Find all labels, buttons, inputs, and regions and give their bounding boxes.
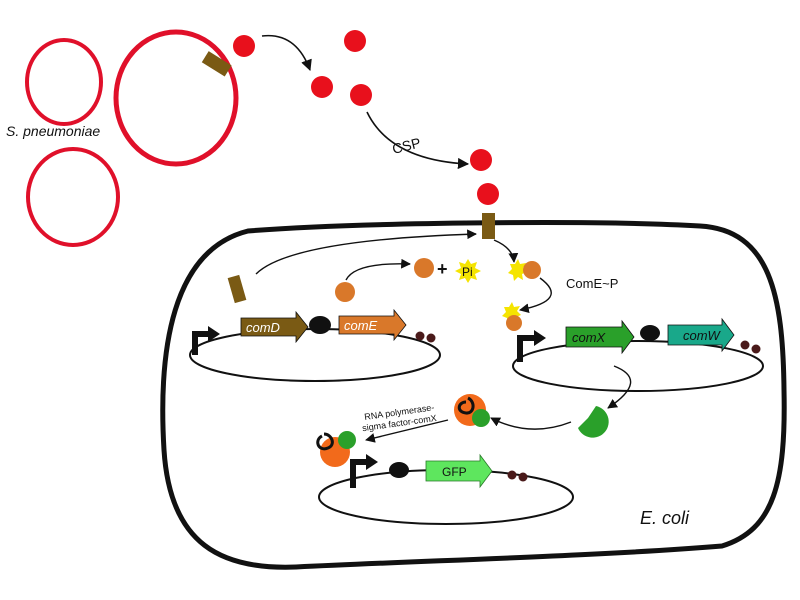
sigma-binding-arrow bbox=[490, 417, 572, 430]
phosphate-star bbox=[455, 259, 481, 283]
plasmid-gfp-reporter: GFP bbox=[318, 453, 574, 525]
e-coli-cell-membrane bbox=[160, 220, 787, 570]
promoter-arrow-icon bbox=[192, 331, 210, 355]
comw-gene-label: comW bbox=[683, 328, 722, 343]
gfp-gene-arrow bbox=[425, 453, 493, 489]
s-pneumoniae-label: S. pneumoniae bbox=[6, 123, 100, 139]
csp-label: CSP bbox=[390, 134, 422, 156]
come-gene-label: comE bbox=[344, 318, 378, 333]
rbs-terminator bbox=[309, 316, 331, 334]
csp-peptide bbox=[470, 149, 492, 171]
terminator-dot bbox=[518, 472, 528, 482]
rbs-terminator bbox=[640, 325, 660, 341]
plasmid-comx-comw: comX comW bbox=[512, 317, 764, 392]
sigma-factor-bound bbox=[338, 431, 356, 449]
csp-peptide bbox=[344, 30, 366, 52]
s-pneumoniae-cells bbox=[25, 29, 239, 247]
csp-peptide bbox=[350, 84, 372, 106]
terminator-dot bbox=[415, 331, 425, 341]
terminator-dot bbox=[740, 340, 750, 350]
plus-sign: + bbox=[437, 259, 448, 279]
promoter-arrowhead bbox=[366, 454, 378, 470]
pneumo-cell-top-left bbox=[25, 38, 103, 126]
e-coli-label: E. coli bbox=[640, 508, 690, 528]
come-p-activation-arrow bbox=[519, 277, 552, 314]
come-protein bbox=[523, 261, 541, 279]
polymerase-clamp-icon bbox=[457, 396, 475, 415]
pneumo-cell-bottom-left bbox=[26, 147, 120, 247]
csp-peptide bbox=[477, 183, 499, 205]
come-protein bbox=[506, 315, 522, 331]
pi-label: Pi bbox=[462, 265, 473, 279]
csp-peptide bbox=[311, 76, 333, 98]
comx-gene-label: comX bbox=[572, 330, 607, 345]
sigma-factor-bound bbox=[472, 409, 490, 427]
csp-diffusion-arrow bbox=[366, 111, 470, 170]
plasmid-ring bbox=[189, 328, 441, 382]
promoter-arrowhead bbox=[534, 330, 546, 346]
csp-release-arrow bbox=[261, 34, 312, 72]
comx-translation-arrow bbox=[607, 365, 632, 409]
comx-gene-arrow bbox=[565, 319, 635, 355]
holoenzyme-recruitment-arrow bbox=[365, 419, 449, 443]
come-to-phosphate-arrow bbox=[345, 258, 411, 281]
comw-gene-arrow bbox=[667, 317, 735, 353]
come-gene-arrow bbox=[240, 310, 309, 344]
comd-receptor-membrane bbox=[482, 213, 495, 239]
csp-peptides bbox=[233, 30, 499, 205]
plasmid-comd-come: comD comE bbox=[189, 308, 441, 382]
polymerase-clamp-icon bbox=[316, 432, 334, 451]
comd-receptor-free bbox=[227, 274, 247, 304]
pneumo-receptor bbox=[201, 51, 232, 77]
promoter-arrow-icon bbox=[517, 335, 536, 362]
promoter-arrowhead bbox=[208, 326, 220, 342]
rbs-terminator bbox=[389, 462, 409, 478]
come-protein bbox=[335, 282, 355, 302]
comd-membrane-insertion-arrow bbox=[255, 229, 477, 275]
come-gene-arrow bbox=[338, 308, 407, 342]
comd-gene-label: comD bbox=[246, 320, 280, 335]
come-protein bbox=[414, 258, 434, 278]
rnap-sigma-complex bbox=[454, 394, 490, 427]
terminator-dot bbox=[507, 470, 517, 480]
phosphotransfer-arrow bbox=[493, 239, 519, 263]
plasmid-ring bbox=[512, 340, 764, 392]
promoter-arrow-icon bbox=[350, 459, 368, 488]
comx-sigma-factor bbox=[578, 406, 609, 438]
csp-peptide bbox=[233, 35, 255, 57]
rnap-sigma-at-gfp-promoter bbox=[316, 431, 356, 467]
pneumo-cell-large bbox=[113, 29, 239, 167]
terminator-dot bbox=[751, 344, 761, 354]
come-p-label: ComE~P bbox=[566, 276, 618, 291]
phosphate-star bbox=[508, 259, 527, 281]
gfp-gene-label: GFP bbox=[442, 465, 467, 479]
terminator-dot bbox=[426, 333, 436, 343]
